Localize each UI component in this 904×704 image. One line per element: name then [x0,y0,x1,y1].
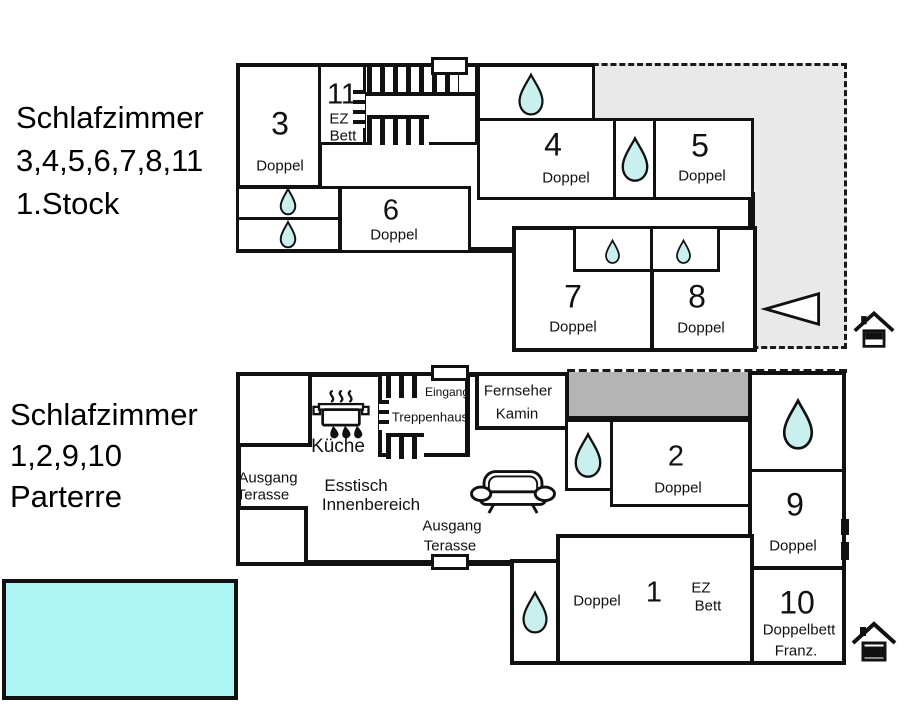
exit-mid-label1: Ausgang [422,517,482,535]
room-1-bed-right2: Bett [694,597,722,615]
wall [650,226,654,352]
room-8-bed: Doppel [677,319,725,337]
room-9 [748,469,846,573]
room-10 [748,566,846,665]
stairs-icon [386,376,424,398]
entrance-label: Eingang [424,385,470,399]
fireplace-label: Kamin [495,405,539,423]
pool [2,579,238,700]
wall [366,92,475,96]
room-7-bed: Doppel [549,318,597,336]
room-5 [653,118,754,200]
legend-ground-line3: Parterre [10,479,122,514]
door-jamb [841,542,849,560]
house-icon [851,621,897,662]
legend-floor1-line2: 3,4,5,6,7,8,11 [16,143,204,178]
stairwell-label: Treppenhaus [391,409,469,425]
tv-label: Fernseher [483,382,553,400]
room-2 [610,419,751,507]
room-6-number: 6 [382,194,400,227]
wall [236,372,478,377]
tv-fireplace-room [475,372,569,430]
water-drop-icon [676,238,691,264]
kitchen-label: Küche [311,436,365,457]
legend-ground-line1: Schlafzimmer [10,397,198,432]
wall [236,560,516,566]
water-drop-icon [279,219,297,249]
room-9-bed: Doppel [769,537,817,555]
room-4-bed: Doppel [542,169,590,187]
stairs-icon [353,90,365,128]
room-11-bed2: Bett [329,127,357,145]
room-3-number: 3 [271,105,289,142]
room-4 [477,118,616,200]
arrow-left-icon [760,291,821,327]
wall [748,192,755,232]
exit-left-label2: Terasse [236,486,290,504]
room-2-bed: Doppel [654,479,702,497]
legend-ground-line2: 1,2,9,10 [10,438,123,473]
water-drop-icon [574,431,602,478]
legend-floor1-line3: 1.Stock [16,186,120,221]
room-1-number: 1 [645,576,663,609]
water-drop-icon [621,135,649,182]
couch-icon [470,470,556,514]
room-11-bed1: EZ [329,110,349,128]
storage-room [236,506,308,566]
room-11-number: 11 [326,78,358,111]
room-3-bed: Doppel [256,157,304,175]
water-drop-icon [518,72,544,116]
storage-room [236,372,312,447]
room-5-number: 5 [691,127,709,164]
room-5-bed: Doppel [678,167,726,185]
legend-floor1-line1: Schlafzimmer [16,100,204,135]
stove-icon [312,390,370,439]
room-1-bed-right1: EZ [691,579,711,597]
room-10-bed2: Franz. [774,642,818,660]
room-10-number: 10 [779,584,815,621]
room-8-number: 8 [688,278,706,315]
water-drop-icon [782,397,814,450]
room-9-number: 9 [786,486,804,523]
legend-ground: Schlafzimmer 1,2,9,10 Parterre [10,394,198,517]
water-drop-icon [522,590,548,634]
legend-floor1: Schlafzimmer 3,4,5,6,7,8,11 1.Stock [16,96,204,225]
door-marker [431,554,469,570]
room-1-bed-left: Doppel [573,592,621,610]
room-10-bed1: Doppelbett [762,621,836,639]
shaded-area [567,372,748,421]
stairs-icon [379,400,389,430]
room-6-bed: Doppel [370,226,418,244]
wall [236,372,241,566]
dining-label2: Innenbereich [321,495,421,514]
stairs-icon [386,433,424,459]
bath-cell-8 [650,226,720,272]
door-marker [431,365,469,381]
door-marker [431,57,468,75]
water-drop-icon [605,238,620,264]
room-7-number: 7 [564,278,582,315]
house-icon [853,310,895,348]
exit-left-label1: Ausgang [238,469,298,487]
terrace-dashed-line [567,369,847,373]
exit-mid-label2: Terasse [423,537,477,555]
dining-label1: Esstisch [324,476,388,495]
room-4-number: 4 [544,126,562,163]
bath-room1 [510,559,560,665]
room-2-number: 2 [667,440,685,473]
room-6 [339,186,471,253]
water-drop-icon [279,186,297,216]
room-1 [556,534,754,665]
door-jamb [841,519,849,535]
stairs-icon [367,115,429,145]
